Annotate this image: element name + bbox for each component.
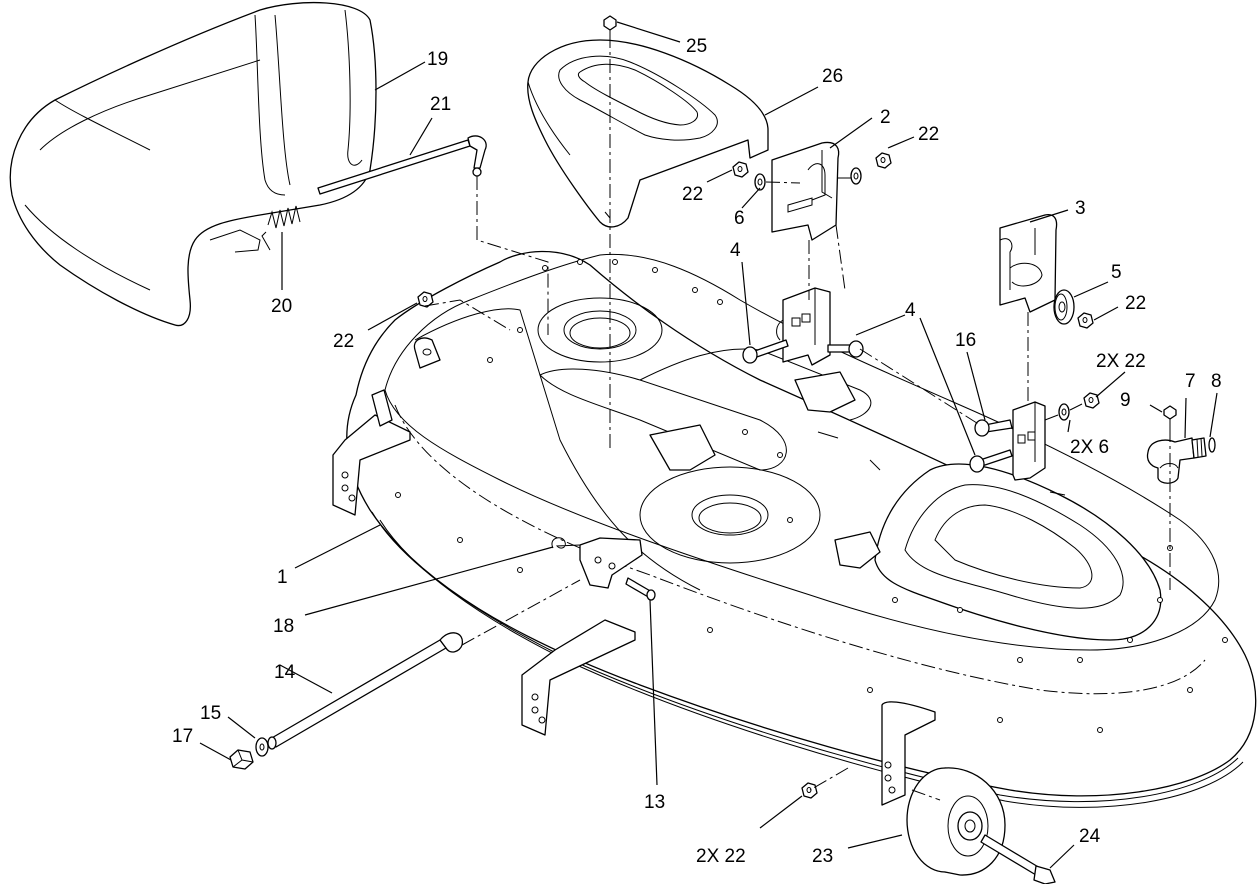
callout-3: 3 (1075, 198, 1086, 219)
mower-deck (346, 250, 1257, 808)
torsion-spring (261, 205, 301, 251)
carriage-bolt-right-lower (969, 449, 1013, 473)
callout-24: 24 (1079, 826, 1101, 847)
callout-13: 13 (644, 792, 665, 813)
callout-18: 18 (273, 616, 294, 637)
callout-14: 14 (274, 662, 296, 683)
leader-lines (199, 21, 1218, 869)
callout-9: 9 (1120, 390, 1131, 411)
washer-upper-right (850, 167, 862, 185)
anti-scalp-wheel (906, 767, 1006, 876)
wheel-bolt (980, 834, 1056, 884)
callout-20: 20 (271, 296, 292, 317)
callout-21: 21 (430, 94, 451, 115)
nut-upper-right (875, 152, 892, 169)
washer-upper-left (754, 173, 766, 191)
idler-mount-bracket-center (776, 287, 831, 366)
callout-22-left: 22 (333, 331, 354, 352)
nut-upper-left (732, 161, 749, 178)
nut-right-lower (1083, 392, 1100, 409)
deck-hanger-bracket-front-mid (521, 619, 636, 736)
callout-17: 17 (172, 726, 193, 747)
callout-2x-6: 2X 6 (1070, 437, 1109, 458)
clevis-pin (625, 577, 656, 601)
deck-hanger-bracket-front-right (881, 701, 936, 806)
callout-5: 5 (1111, 262, 1122, 283)
fitting-screw (1163, 405, 1177, 428)
assembly-center-lines (424, 34, 1171, 801)
cover-screw (603, 15, 617, 34)
callout-1: 1 (277, 567, 288, 588)
callout-19: 19 (427, 49, 448, 70)
flat-washer (255, 737, 269, 757)
callout-23: 23 (812, 846, 833, 867)
callout-22-right: 22 (1125, 293, 1146, 314)
callout-2x-22-right: 2X 22 (1096, 351, 1146, 372)
carriage-bolt-center-left (742, 339, 789, 364)
idler-bracket-right (999, 214, 1058, 313)
hex-nut (229, 749, 254, 770)
chute-rod (317, 135, 487, 195)
hair-pin-cotter (551, 537, 581, 549)
callout-16: 16 (955, 330, 976, 351)
idler-mount-bracket-right (1012, 401, 1046, 481)
washer-right-lower (1058, 403, 1070, 421)
callout-26: 26 (822, 66, 843, 87)
lift-rod (267, 632, 463, 750)
callout-2: 2 (880, 107, 891, 128)
callout-2x-22-bottom: 2X 22 (696, 846, 746, 867)
callout-4-right: 4 (905, 300, 916, 321)
link-bracket (579, 537, 643, 589)
nut-bottom (801, 782, 818, 799)
shoulder-bolt (974, 419, 1013, 437)
callout-22-upper-left: 22 (682, 184, 703, 205)
callout-6: 6 (734, 208, 745, 229)
callout-8: 8 (1211, 371, 1222, 392)
o-ring-plug (1208, 437, 1216, 453)
wash-port-elbow (1146, 437, 1207, 484)
callout-7: 7 (1185, 371, 1196, 392)
idler-bracket-upper (771, 141, 840, 241)
callout-22-upper-right: 22 (918, 124, 939, 145)
callout-labels: 1 2 3 4 4 5 6 2X 6 7 8 9 13 14 15 16 17 … (172, 36, 1222, 867)
callout-25: 25 (686, 36, 707, 57)
spacer-washer (1053, 289, 1075, 325)
carriage-bolt-center-right (827, 340, 864, 358)
deck-hanger-bracket-front-left (332, 389, 411, 516)
discharge-chute (9, 1, 377, 327)
nut-right-washer (1077, 312, 1094, 329)
belt-cover (527, 39, 769, 228)
callout-15: 15 (200, 703, 221, 724)
callout-4-center: 4 (730, 240, 741, 261)
nut-deck-left (417, 291, 434, 308)
